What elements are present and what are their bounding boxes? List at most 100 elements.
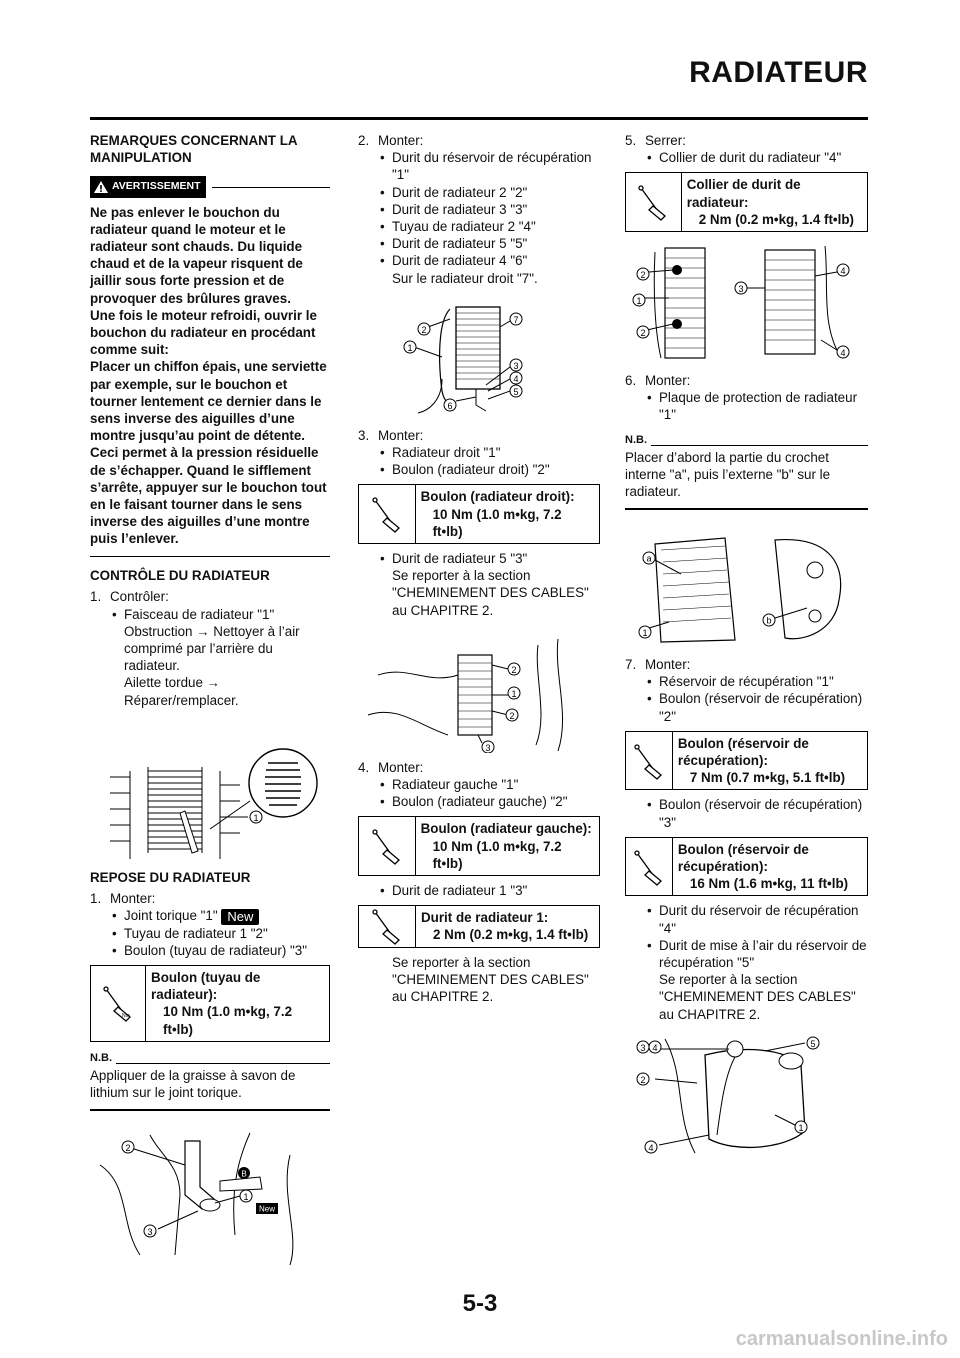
column-right: 5.Serrer: Collier de durit du radiateur … [625,132,868,1163]
radiator-guard-figure: a 1 b [625,530,868,648]
step2-note: Sur le radiateur droit "7". [392,270,538,286]
step4-bullet-2: Boulon (radiateur gauche) "2" [358,793,600,810]
check-title: CONTRÔLE DU RADIATEUR [90,568,270,584]
callout-4: 4 [840,348,845,358]
nb-text-2: Placer d’abord la partie du crochet inte… [625,449,831,500]
svg-text:Nm: Nm [122,1013,130,1019]
step-6: 6.Monter: [625,373,691,389]
callout-1: 1 [253,813,258,823]
step7-bullet-5: Durit de mise à l’air du réservoir de ré… [625,937,868,971]
callout-1: 1 [511,689,516,699]
step3-bullet-3: Durit de radiateur 5 "3" [358,550,600,567]
callout-4: 4 [513,374,518,384]
torque-2-name: Boulon (radiateur droit): [420,489,575,505]
torque-1-value: 10 Nm (1.0 m•kg, 7.2 ft•lb) [163,1004,293,1037]
callout-1: 1 [407,343,412,353]
step4-ref: Se reporter à la section "CHEMINEMENT DE… [392,954,589,1005]
handling-title: REMARQUES CONCERNANT LA MANIPULATION [90,133,298,166]
step-3: 3.Monter: [358,427,424,443]
callout-7: 7 [513,315,518,325]
torque-wrench-icon: Nm [91,966,147,1041]
install-bullet-1: Joint torique "1" New [90,907,330,925]
install-step: 1.Monter: [90,891,156,906]
hose-clamp-figure: 2 1 2 3 4 4 [625,242,868,366]
callout-2: 2 [640,1075,645,1085]
check-line-2: Ailette tordue → Réparer/remplacer. [124,675,239,708]
nb-header: N.B. [90,1050,330,1067]
torque-4-value: 2 Nm (0.2 m•kg, 1.4 ft•lb) [433,927,589,943]
torque-box-7: Boulon (réservoir de récupération):16 Nm… [625,836,868,897]
o-ring-figure: 2 1 3 B New [90,1125,330,1275]
torque-5-name: Collier de durit de radiateur: [686,177,801,210]
torque-6-value: 7 Nm (0.7 m•kg, 5.1 ft•lb) [689,770,846,786]
step7-ref: Se reporter à la section "CHEMINEMENT DE… [659,972,856,1022]
callout-2: 2 [511,665,516,675]
torque-wrench-icon [626,173,682,232]
callout-1: 1 [243,1192,248,1202]
nb-text-1: Appliquer de la graisse à savon de lithi… [90,1068,296,1101]
callout-2: 2 [640,270,645,280]
step6-bullet-1: Plaque de protection de radiateur "1" [625,389,868,423]
check-line-1: Obstruction → Nettoyer à l’air comprimé … [124,623,300,674]
page-title: RADIATEUR [689,56,868,89]
step-2: 2.Monter: [358,133,424,148]
callout-5: 5 [513,387,518,397]
check-step: 1.Contrôler: [90,589,169,605]
step3-bullet-2: Boulon (radiateur droit) "2" [358,461,600,478]
divider [90,1109,330,1111]
torque-6-name: Boulon (réservoir de récupération): [677,735,809,768]
torque-wrench-icon [626,837,673,896]
callout-B: B [241,1169,246,1178]
callout-5: 5 [810,1039,815,1049]
torque-wrench-icon [359,906,416,947]
divider [90,555,330,558]
check-bullet: Faisceau de radiateur "1" [90,606,330,623]
callout-2: 2 [125,1143,130,1153]
torque-box-3: Boulon (radiateur gauche):10 Nm (1.0 m•k… [358,816,600,877]
nb-header: N.B. [625,432,868,449]
callout-1: 1 [798,1123,803,1133]
right-radiator-mount-figure: 2 1 2 3 [358,635,600,754]
warning-label: AVERTISSEMENT [112,180,201,193]
step2-bullet-3: Durit de radiateur 3 "3" [358,201,600,218]
callout-4: 4 [648,1143,653,1153]
step5-bullet-1: Collier de durit du radiateur "4" [625,149,868,166]
right-radiator-figure: 2 1 7 3 4 5 6 [358,301,600,421]
step3-bullet-1: Radiateur droit "1" [358,444,600,461]
callout-b: b [766,615,771,625]
torque-box-2: Boulon (radiateur droit):10 Nm (1.0 m•kg… [358,484,600,545]
step2-bullet-5: Durit de radiateur 5 "5" [358,235,600,252]
callout-2: 2 [421,325,426,335]
callout-3: 3 [513,361,518,371]
step4-bullet-1: Radiateur gauche "1" [358,776,600,793]
page-number: 5-3 [462,1290,498,1317]
torque-wrench-icon [626,731,673,790]
warning-badge: AVERTISSEMENT [90,176,207,198]
callout-3: 3 [147,1227,152,1237]
warning-text-2: Une fois le moteur refroidi, ouvrir le b… [90,307,317,358]
callout-a: a [646,553,651,563]
step-5: 5.Serrer: [625,133,686,148]
torque-5-value: 2 Nm (0.2 m•kg, 1.4 ft•lb) [698,211,854,227]
callout-2: 2 [640,328,645,338]
torque-7-value: 16 Nm (1.6 m•kg, 11 ft•lb) [689,876,849,892]
callout-3: 3 [485,743,490,753]
torque-wrench-icon [359,817,416,876]
install-bullet-3: Boulon (tuyau de radiateur) "3" [90,942,330,959]
callout-4: 4 [840,266,845,276]
callout-1: 1 [636,296,641,306]
callout-1: 1 [642,628,647,638]
step7-bullet-3: Boulon (réservoir de récupération) "3" [625,796,868,830]
callout-4: 4 [652,1043,657,1053]
step2-bullet-6: Durit de radiateur 4 "6" [358,252,600,269]
column-left: REMARQUES CONCERNANT LA MANIPULATION AVE… [90,132,330,1281]
radiator-core-figure: 1 [90,741,330,863]
step2-bullet-2: Durit de radiateur 2 "2" [358,184,600,201]
step4-bullet-3: Durit de radiateur 1 "3" [358,882,600,899]
step7-bullet-4: Durit du réservoir de récupération "4" [625,902,868,936]
step3-ref: Se reporter à la section "CHEMINEMENT DE… [392,568,589,618]
torque-wrench-icon [359,485,416,544]
install-title: REPOSE DU RADIATEUR [90,869,251,885]
torque-box-4: Durit de radiateur 1:2 Nm (0.2 m•kg, 1.4… [358,905,600,948]
step2-bullet-1: Durit du réservoir de récupération "1" [358,149,600,183]
